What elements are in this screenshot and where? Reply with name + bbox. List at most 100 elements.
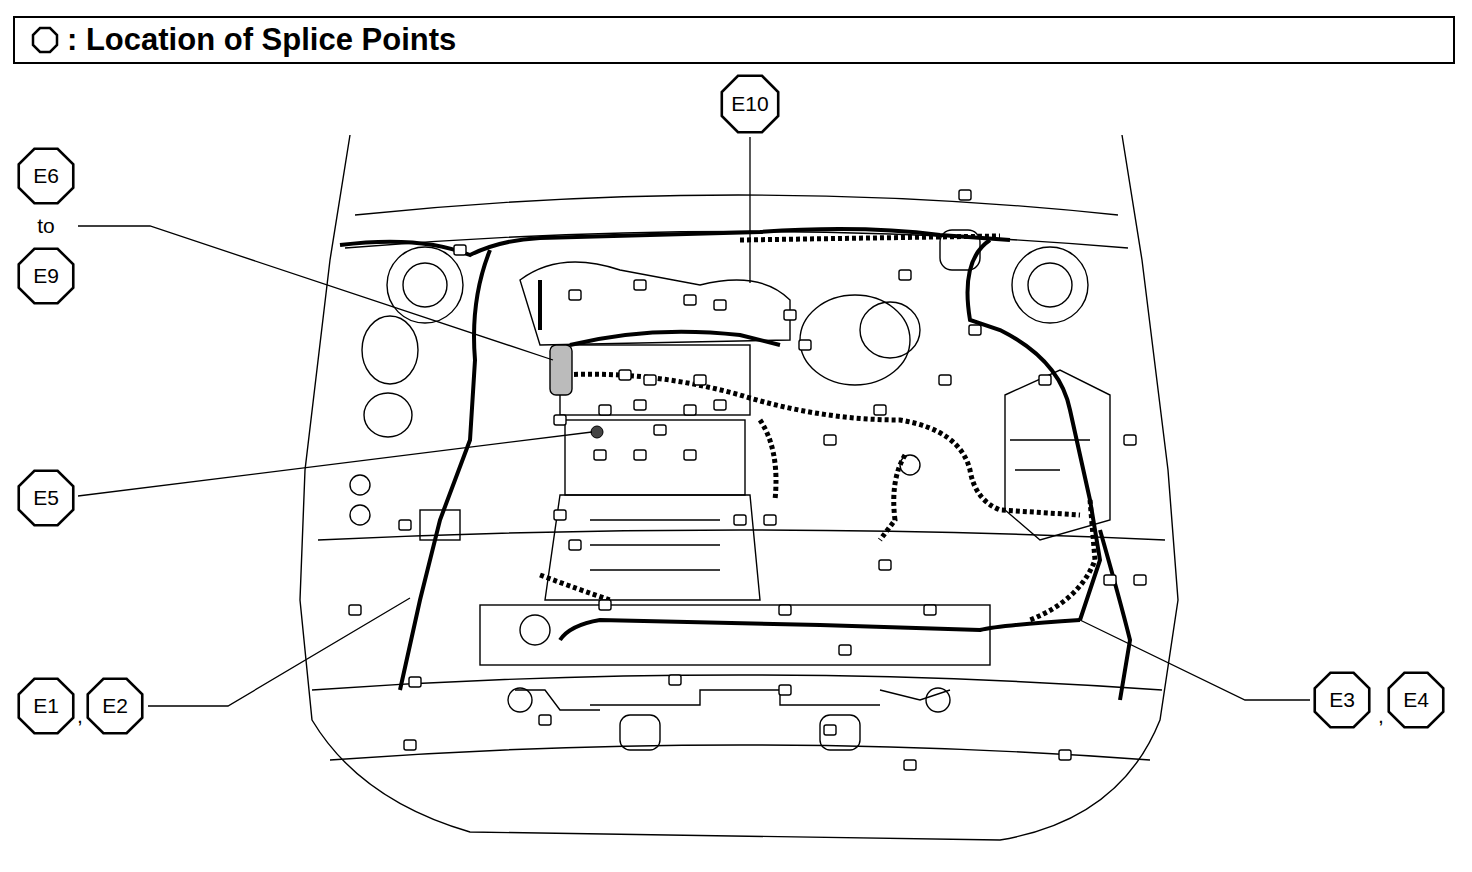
connector	[684, 295, 696, 305]
connector	[684, 450, 696, 460]
splice-symbol	[31, 26, 59, 54]
connector	[874, 405, 886, 415]
throttle-body	[860, 302, 920, 358]
ground-bolt	[350, 475, 370, 495]
callout-code: E2	[86, 677, 144, 735]
splice-callout: E4	[1387, 671, 1445, 729]
connector	[969, 325, 981, 335]
throttle-body	[800, 295, 910, 385]
strut-tower	[1012, 247, 1088, 323]
bumper-line	[330, 745, 1150, 760]
leader-line	[78, 432, 592, 496]
splice-callout: E6	[17, 147, 75, 205]
splice-point-e5	[591, 426, 603, 438]
corrugated-tube	[1030, 500, 1095, 620]
connector	[904, 760, 916, 770]
corrugated-tube	[880, 455, 905, 540]
front-member	[590, 690, 880, 705]
wire-harness	[340, 229, 1130, 700]
mount	[926, 688, 950, 712]
connector	[539, 715, 551, 725]
leader-line	[148, 598, 410, 706]
harness	[538, 280, 542, 330]
engine-block	[545, 495, 760, 600]
leader-line	[1080, 620, 1310, 700]
connector	[599, 600, 611, 610]
corrugated-tube	[740, 236, 1000, 240]
splice-callout: E5	[17, 469, 75, 527]
radiator-support	[480, 605, 990, 665]
connector	[349, 605, 361, 615]
connector	[734, 515, 746, 525]
leader-line	[78, 226, 553, 360]
front-member	[515, 690, 950, 710]
connector	[784, 310, 796, 320]
mount	[508, 688, 532, 712]
cylinder-head	[565, 420, 745, 495]
connector	[764, 515, 776, 525]
harness	[968, 240, 1101, 620]
connector	[644, 375, 656, 385]
connector-group	[349, 190, 1146, 770]
connector	[634, 450, 646, 460]
connector	[634, 280, 646, 290]
connector	[799, 340, 811, 350]
horn	[820, 715, 860, 750]
harness	[560, 620, 1080, 640]
connector	[1104, 575, 1116, 585]
reservoir	[364, 393, 412, 437]
connector	[839, 645, 851, 655]
connector	[1124, 435, 1136, 445]
radiator-cap	[520, 615, 550, 645]
separator: ,	[1377, 704, 1385, 728]
connector	[824, 435, 836, 445]
connector	[939, 375, 951, 385]
connector	[779, 605, 791, 615]
harness	[570, 332, 780, 345]
splice-callout: E10	[720, 74, 780, 134]
connector	[714, 300, 726, 310]
splice-callout: E9	[17, 247, 75, 305]
leader-line	[749, 137, 750, 283]
cowl-line	[355, 195, 1118, 215]
connector	[1134, 575, 1146, 585]
connector	[634, 400, 646, 410]
connector	[714, 400, 726, 410]
strut-tower	[403, 263, 447, 307]
harness	[400, 250, 490, 690]
callout-code: E1	[17, 677, 75, 735]
connector	[694, 375, 706, 385]
connector	[599, 405, 611, 415]
connector	[569, 290, 581, 300]
harness	[340, 229, 1010, 255]
bumper-line	[312, 675, 1162, 690]
strut-tower	[1028, 263, 1072, 307]
corrugated-tube	[560, 374, 1080, 515]
connector	[879, 560, 891, 570]
callout-code: E10	[720, 74, 780, 134]
connector	[669, 675, 681, 685]
cylinder-head	[560, 345, 750, 415]
connector	[654, 425, 666, 435]
connector	[594, 450, 606, 460]
connector	[924, 605, 936, 615]
connector	[959, 190, 971, 200]
splice-symbol-octagon	[33, 28, 57, 52]
connector	[554, 415, 566, 425]
connector	[409, 677, 421, 687]
connector	[399, 520, 411, 530]
splice-callout: E2	[86, 677, 144, 735]
wire-harness-corrugated	[540, 236, 1095, 620]
harness	[1100, 530, 1130, 700]
splice-callout: E3	[1313, 671, 1371, 729]
engine-detail	[590, 520, 720, 570]
title-bar: : Location of Splice Points	[13, 16, 1455, 64]
connector	[1059, 750, 1071, 760]
title-text: : Location of Splice Points	[67, 21, 456, 59]
callout-code: E4	[1387, 671, 1445, 729]
connector	[404, 740, 416, 750]
range-word: to	[36, 214, 56, 238]
connector	[569, 540, 581, 550]
connector	[899, 270, 911, 280]
body-outline	[300, 135, 1178, 840]
